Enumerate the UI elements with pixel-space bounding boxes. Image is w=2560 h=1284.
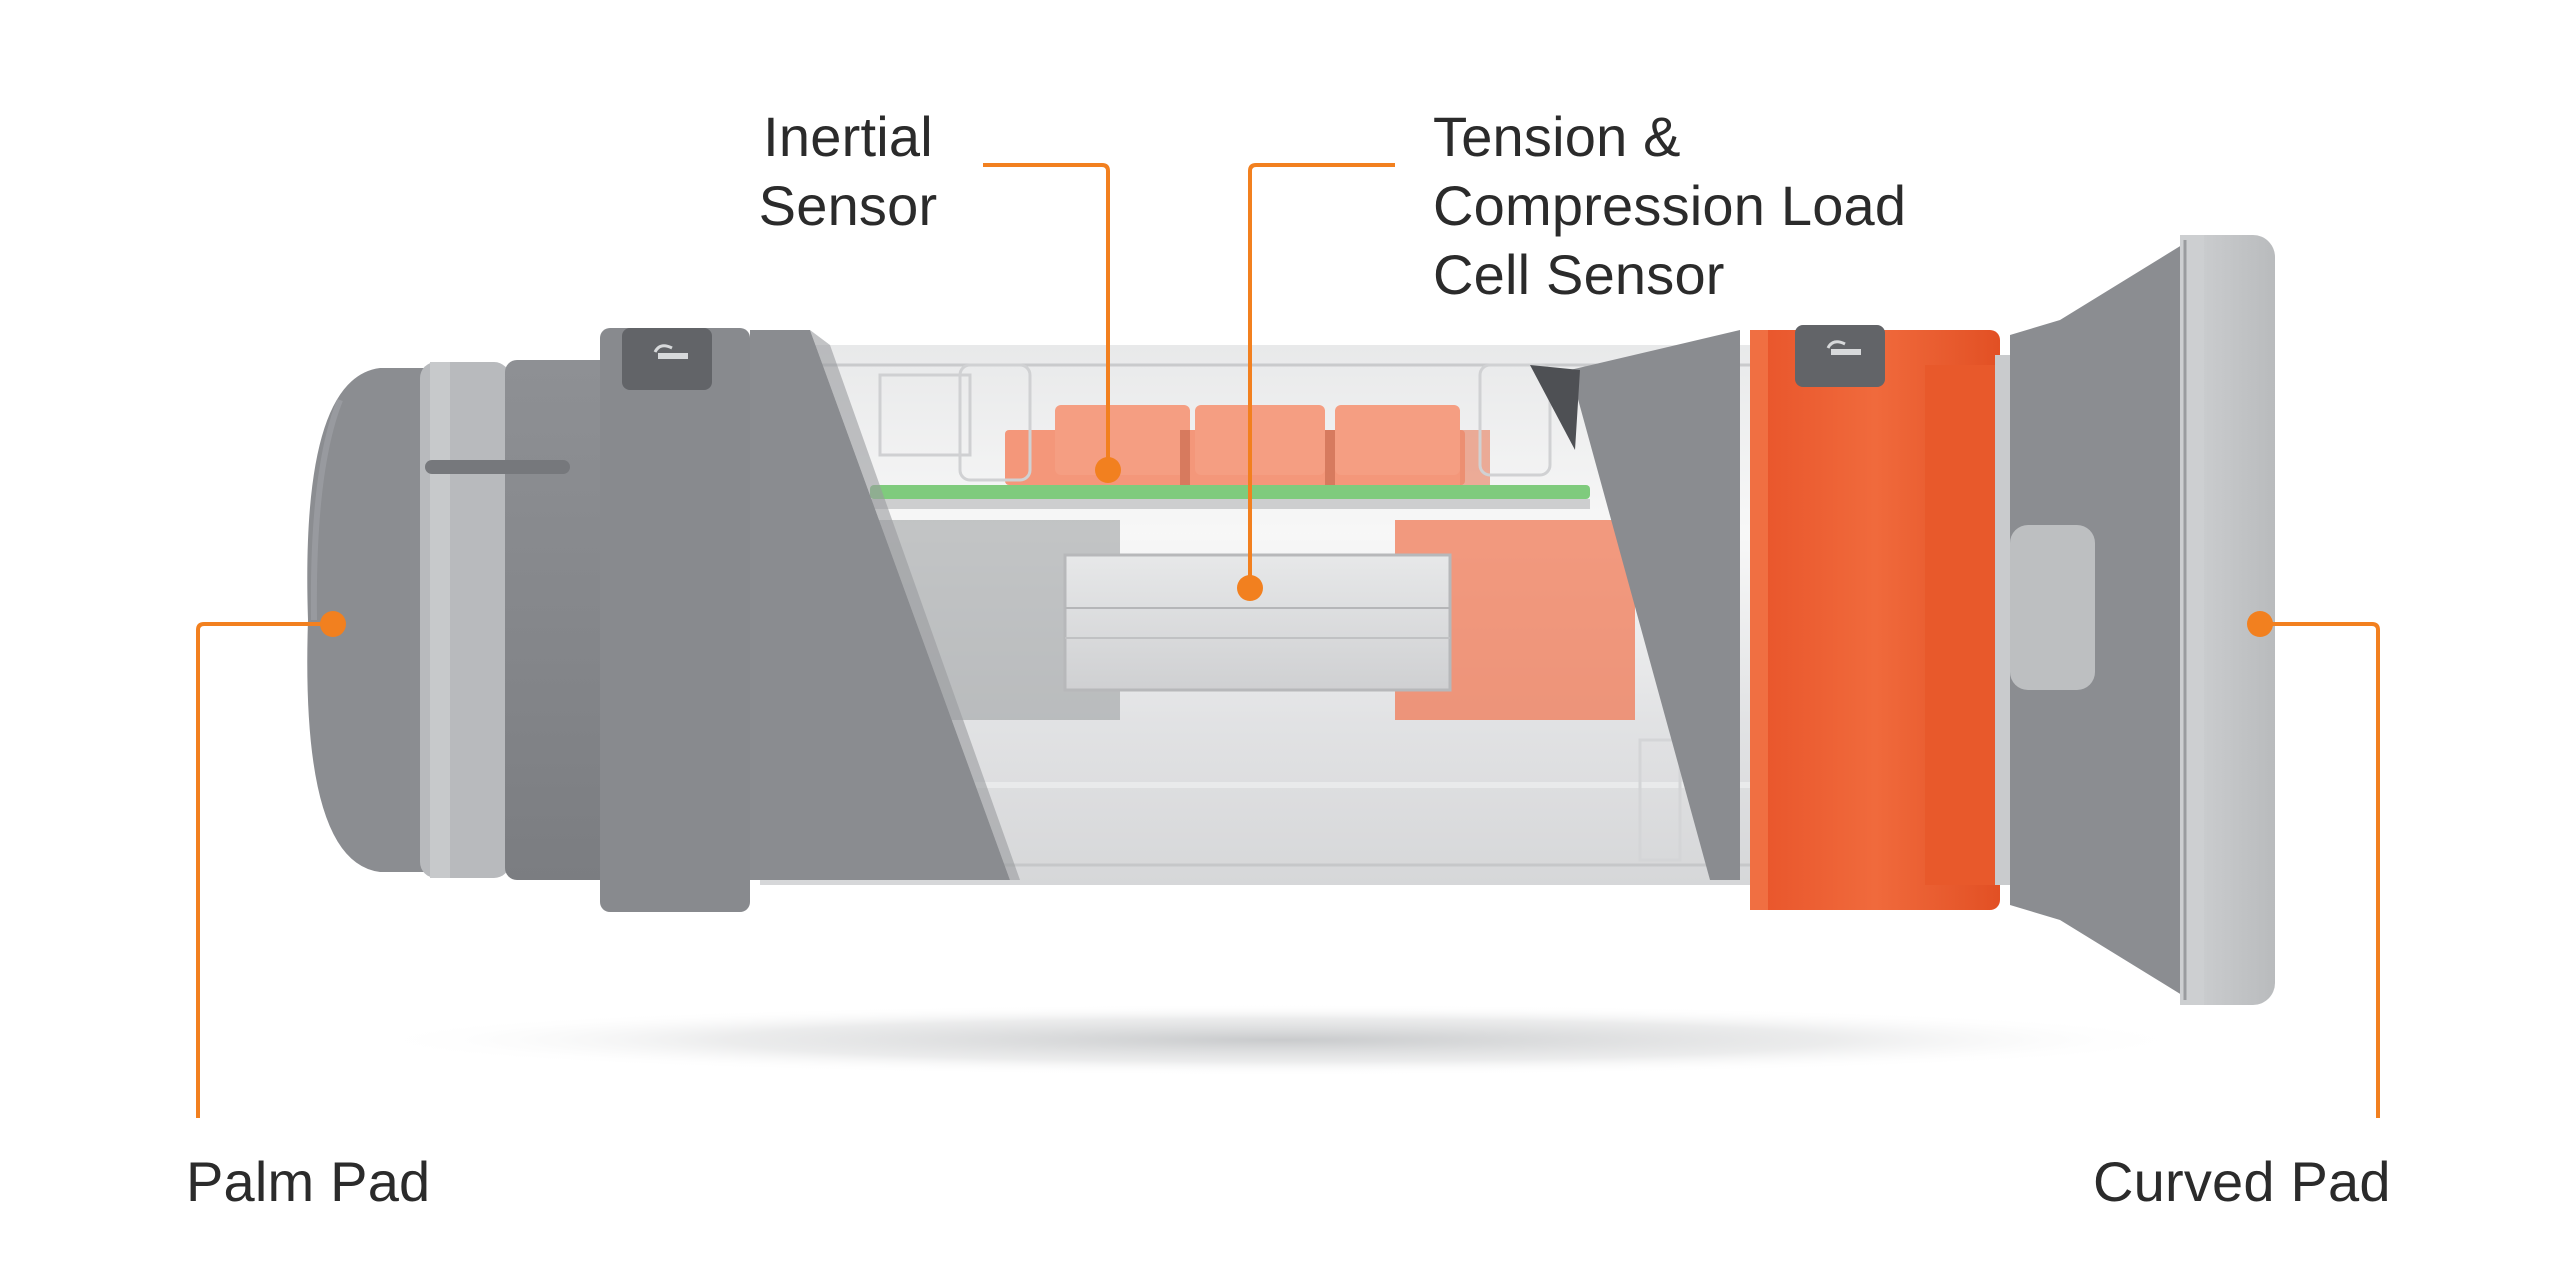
right-cut-shell [1570,330,1740,880]
load-cell [1063,553,1452,692]
inertial-sensor-marker [1095,457,1121,483]
load-cell-sensor-label: Tension & Compression Load Cell Sensor [1433,105,1907,306]
circuit-board [870,485,1590,499]
left-cut-shell [750,330,1010,880]
curved-pad-housing [2010,240,2190,1000]
curved-pad-leader [2260,622,2380,1118]
inertial-sensor-label: Inertial Sensor [758,105,938,237]
palm-pad [307,368,430,872]
inertial-sensor-leader [983,163,1110,470]
palm-pad-marker [320,611,346,637]
curved-pad-marker [2247,611,2273,637]
load-cell-leader [1248,163,1395,588]
palm-pad-leader [196,622,333,1118]
palm-pad-label: Palm Pad [186,1150,431,1213]
device-latch-icon [1795,325,1885,387]
curved-pad-label: Curved Pad [2093,1150,2391,1213]
floor-shadow [360,1004,2200,1076]
load-cell-marker [1237,575,1263,601]
